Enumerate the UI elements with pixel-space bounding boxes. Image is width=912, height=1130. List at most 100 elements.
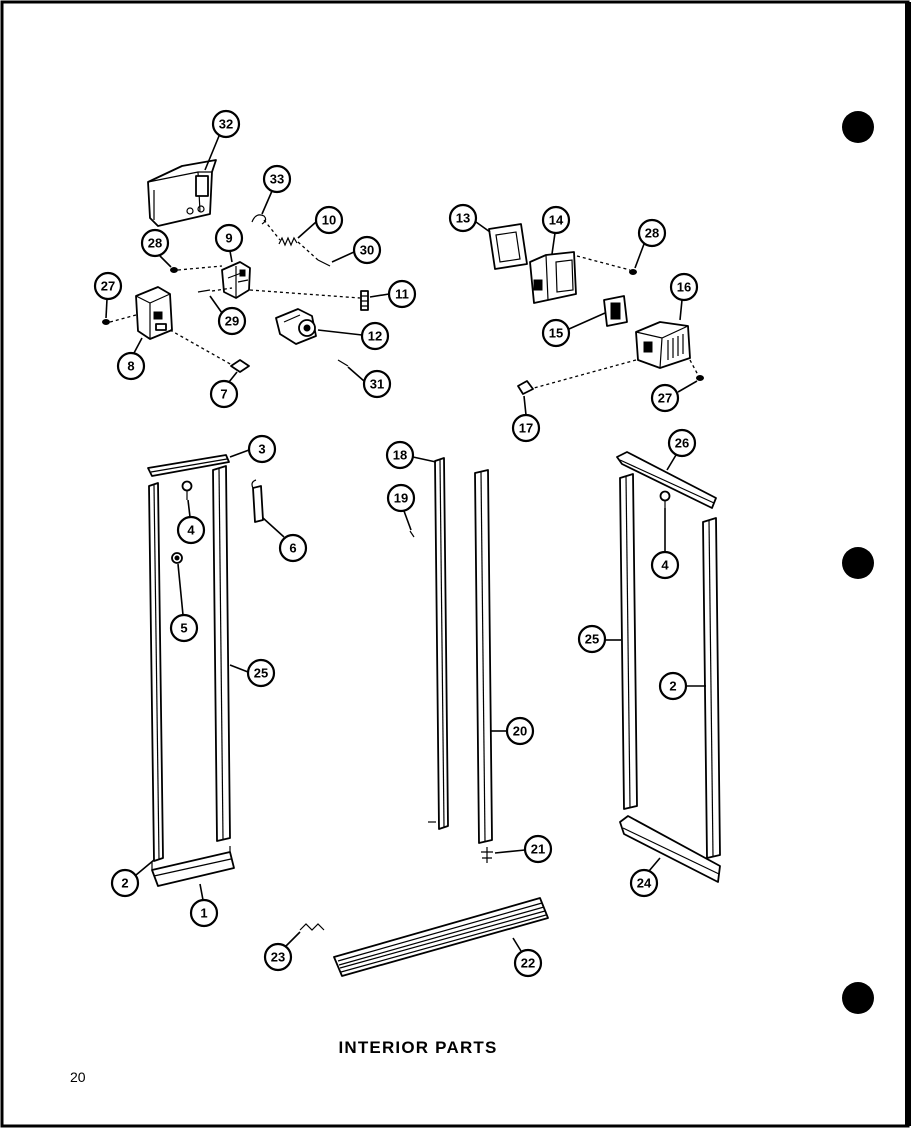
part-13-drawing [488,223,528,270]
part-28-right-drawing [629,269,637,275]
assembly-line [576,255,631,271]
callout-4-right: 4 [650,550,680,580]
callout-2-left: 2 [110,868,140,898]
callout-label: 18 [393,448,407,463]
callout-label: 1 [200,906,207,921]
part-18-drawing [428,457,449,830]
callout-label: 9 [225,231,232,246]
callout-label: 30 [360,243,374,258]
part-15-drawing [603,295,628,327]
callout-25-right: 25 [577,624,607,654]
callout-8: 8 [116,351,146,381]
callout-label: 33 [270,172,284,187]
callout-33: 33 [262,164,292,194]
callout-label: 21 [531,842,545,857]
page-number: 20 [70,1069,86,1085]
part-32-drawing [147,159,217,227]
callout-label: 7 [220,387,227,402]
callout-label: 25 [585,632,599,647]
callout-label: 25 [254,666,268,681]
part-7-drawing [230,359,250,373]
callout-29: 29 [217,306,247,336]
part-24-drawing [619,815,721,883]
callout-19: 19 [386,483,416,513]
callout-10: 10 [314,205,344,235]
callout-15: 15 [541,318,571,348]
callout-24: 24 [629,868,659,898]
callout-label: 14 [549,213,564,228]
callout-label: 2 [121,876,128,891]
callout-label: 27 [101,279,115,294]
callout-18: 18 [385,440,415,470]
callout-26: 26 [667,428,697,458]
part-29-drawing [197,289,211,293]
callout-label: 4 [187,523,195,538]
callout-6: 6 [278,533,308,563]
callout-23: 23 [263,942,293,972]
callout-label: 8 [127,359,134,374]
part-2-right-drawing [702,517,721,859]
callout-label: 31 [370,377,384,392]
callout-label: 4 [661,558,669,573]
callout-label: 11 [395,287,409,302]
part-2-left-drawing [148,482,164,862]
callout-27-right: 27 [650,383,680,413]
part-4-right-drawing [659,490,671,508]
callout-label: 2 [669,679,676,694]
part-17-drawing [517,380,534,395]
assembly-line [177,265,223,271]
callout-32: 32 [211,109,241,139]
part-20-drawing [474,469,493,844]
punch-hole-bottom [842,982,874,1014]
callout-31: 31 [362,369,392,399]
part-25-left-drawing [212,465,231,842]
callout-label: 15 [549,326,563,341]
callout-label: 12 [368,329,382,344]
part-23-drawing [299,923,325,931]
part-16-drawing [635,321,691,369]
callout-label: 20 [513,724,527,739]
callout-30: 30 [352,235,382,265]
part-9-drawing [221,261,251,299]
callout-11: 11 [387,279,417,309]
callout-label: 26 [675,436,689,451]
callout-label: 6 [289,541,296,556]
callout-label: 13 [456,211,470,226]
callout-27-left: 27 [93,271,123,301]
assembly-line [263,219,319,261]
callout-22: 22 [513,948,543,978]
callout-16: 16 [669,272,699,302]
part-28-left-drawing [170,267,178,273]
callout-1: 1 [189,898,219,928]
part-11-drawing [360,290,369,311]
part-22-drawing [333,897,549,977]
callout-14: 14 [541,205,571,235]
callout-label: 3 [258,442,265,457]
part-26-drawing [616,451,717,509]
callout-28-right: 28 [637,218,667,248]
callout-label: 17 [519,421,533,436]
callout-12: 12 [360,321,390,351]
part-8-drawing [135,286,173,340]
callout-label: 10 [322,213,336,228]
assembly-line [109,314,137,323]
callout-20: 20 [505,716,535,746]
punch-hole-middle [842,547,874,579]
punch-hole-top [842,111,874,143]
part-27-left-drawing [102,319,110,325]
part-30-drawing [317,259,331,267]
callout-label: 28 [148,236,162,251]
part-19-drawing [409,530,415,538]
callout-label: 24 [637,876,652,891]
part-33-drawing [251,214,267,225]
part-1-drawing [151,846,235,887]
part-27-right-drawing [696,375,704,381]
callout-label: 22 [521,956,535,971]
part-3-drawing [147,454,230,477]
callout-21: 21 [523,834,553,864]
callout-13: 13 [448,203,478,233]
callout-label: 16 [677,280,691,295]
callout-label: 23 [271,950,285,965]
